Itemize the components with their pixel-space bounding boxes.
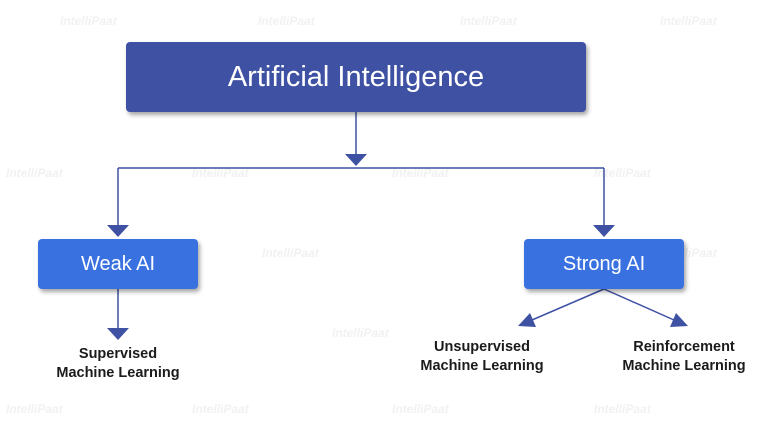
watermark: IntelliPaat: [460, 14, 517, 28]
root-node: Artificial Intelligence: [126, 42, 586, 112]
leaf-line: Reinforcement: [633, 339, 735, 355]
weak-ai-label: Weak AI: [80, 252, 156, 275]
arrowhead-icon: [345, 154, 367, 166]
leaf-line: Machine Learning: [622, 358, 746, 374]
watermark: IntelliPaat: [192, 166, 249, 180]
root-label: Artificial Intelligence: [227, 60, 485, 93]
weak-ai-node: Weak AI: [38, 239, 198, 289]
watermark: IntelliPaat: [6, 402, 63, 416]
arrowhead-icon: [518, 313, 536, 327]
strong-left-diag-line: [531, 288, 605, 321]
leaf-line: Machine Learning: [420, 358, 544, 374]
watermark: IntelliPaat: [594, 402, 651, 416]
watermark: IntelliPaat: [660, 14, 717, 28]
arrowhead-icon: [593, 225, 615, 237]
unsupervised-learning-node: Unsupervised Machine Learning: [402, 338, 562, 376]
leaf-line: Supervised: [78, 346, 158, 362]
strong-ai-node: Strong AI: [524, 239, 684, 289]
watermark: IntelliPaat: [392, 166, 449, 180]
arrowhead-icon: [670, 313, 688, 327]
watermark: IntelliPaat: [60, 14, 117, 28]
watermark: IntelliPaat: [258, 14, 315, 28]
arrowhead-icon: [107, 225, 129, 237]
watermark: IntelliPaat: [332, 326, 389, 340]
leaf-line: Unsupervised: [434, 339, 530, 355]
watermark: IntelliPaat: [594, 166, 651, 180]
watermark: IntelliPaat: [392, 402, 449, 416]
watermark: IntelliPaat: [192, 402, 249, 416]
reinforcement-learning-node: Reinforcement Machine Learning: [604, 338, 764, 376]
supervised-learning-node: Supervised Machine Learning: [38, 345, 198, 383]
strong-right-diag-line: [603, 288, 675, 321]
arrowhead-icon: [107, 328, 129, 340]
strong-ai-label: Strong AI: [562, 252, 646, 275]
watermark: IntelliPaat: [6, 166, 63, 180]
watermark: IntelliPaat: [262, 246, 319, 260]
leaf-line: Machine Learning: [56, 365, 180, 381]
